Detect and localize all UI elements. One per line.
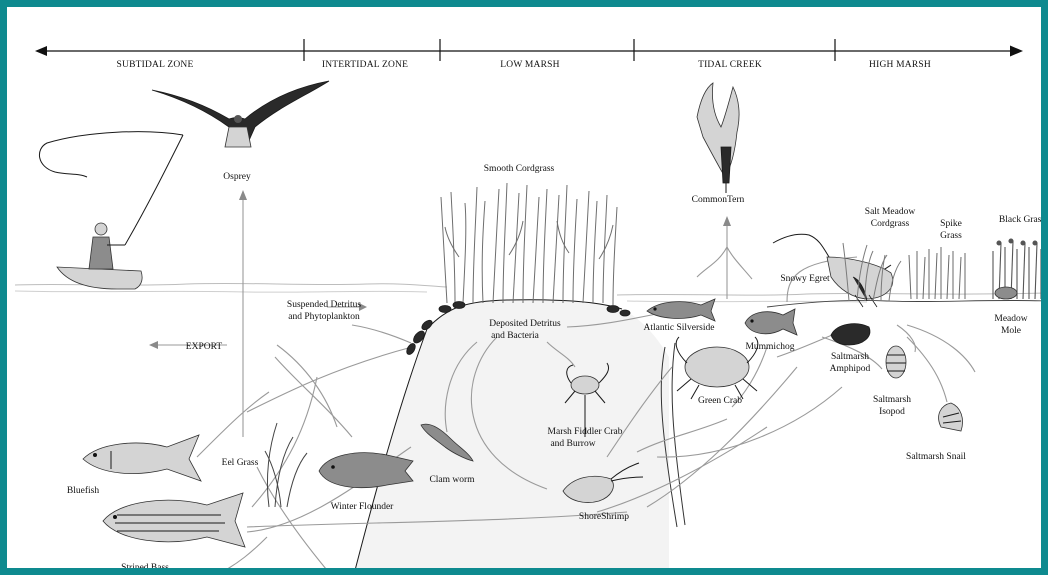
label-export: EXPORT bbox=[186, 342, 223, 352]
label-black-grass: Black Grass bbox=[999, 215, 1045, 225]
bluefish-illustration bbox=[83, 435, 201, 481]
label-smooth-cordgrass: Smooth Cordgrass bbox=[484, 164, 555, 174]
label-spike-grass-1: Spike bbox=[940, 219, 962, 229]
label-common-tern: CommonTern bbox=[692, 195, 745, 205]
label-bluefish: Bluefish bbox=[67, 485, 99, 496]
marsh-bank-mound bbox=[352, 300, 669, 575]
saltmarsh-isopod-illustration bbox=[886, 346, 906, 378]
meadow-mole-illustration bbox=[995, 287, 1017, 299]
fisherman-boat-illustration bbox=[39, 132, 183, 289]
label-osprey: Osprey bbox=[223, 172, 251, 182]
zone-intertidal: INTERTIDAL ZONE bbox=[322, 60, 408, 70]
label-salt-meadow-cordgrass-1: Salt Meadow bbox=[865, 207, 916, 217]
label-marsh-fiddler-crab-2: and Burrow bbox=[550, 439, 595, 449]
label-saltmarsh-isopod-2: Isopod bbox=[879, 407, 905, 417]
label-saltmarsh-amphipod-2: Amphipod bbox=[830, 364, 871, 374]
salt-marsh-food-web-diagram: SUBTIDAL ZONE INTERTIDAL ZONE LOW MARSH … bbox=[7, 7, 1048, 575]
label-snowy-egret: Snowy Egret bbox=[780, 274, 830, 284]
label-eel-grass: Eel Grass bbox=[222, 458, 259, 468]
striped-bass-illustration bbox=[103, 493, 245, 547]
osprey-illustration bbox=[152, 81, 329, 147]
label-spike-grass-2: Grass bbox=[940, 231, 962, 241]
snowy-egret-illustration bbox=[773, 234, 893, 307]
label-salt-meadow-cordgrass-2: Cordgrass bbox=[871, 219, 910, 229]
label-clam-worm: Clam worm bbox=[429, 475, 475, 485]
label-shore-shrimp: ShoreShrimp bbox=[579, 512, 629, 522]
common-tern-illustration bbox=[697, 83, 739, 193]
zone-tidal-creek: TIDAL CREEK bbox=[698, 60, 762, 70]
atlantic-silverside-illustration bbox=[647, 299, 715, 321]
label-suspended-detritus-1: Suspended Detritus bbox=[287, 300, 361, 310]
smooth-cordgrass-illustration bbox=[441, 183, 617, 305]
zone-axis: SUBTIDAL ZONE INTERTIDAL ZONE LOW MARSH … bbox=[35, 39, 1023, 70]
label-deposited-detritus-1: Deposited Detritus bbox=[489, 319, 561, 329]
saltmarsh-amphipod-illustration bbox=[831, 324, 870, 345]
label-mummichog: Mummichog bbox=[745, 342, 794, 352]
label-saltmarsh-snail: Saltmarsh Snail bbox=[906, 452, 966, 462]
zone-low-marsh: LOW MARSH bbox=[500, 60, 559, 70]
label-suspended-detritus-2: and Phytoplankton bbox=[288, 312, 360, 322]
axis-right-arrow-icon bbox=[1010, 46, 1023, 57]
spike-grass-illustration bbox=[909, 247, 965, 299]
label-striped-bass: Striped Bass bbox=[121, 563, 169, 573]
label-atlantic-silverside: Atlantic Silverside bbox=[644, 323, 715, 333]
label-saltmarsh-amphipod-1: Saltmarsh bbox=[831, 352, 869, 362]
mummichog-illustration bbox=[745, 309, 797, 335]
axis-left-arrow-icon bbox=[35, 46, 47, 56]
winter-flounder-illustration bbox=[319, 453, 413, 488]
label-meadow-mole-1: Meadow bbox=[994, 314, 1027, 324]
zone-subtidal: SUBTIDAL ZONE bbox=[117, 60, 194, 70]
water-surface bbox=[15, 283, 1047, 302]
label-winter-flounder: Winter Flounder bbox=[331, 502, 395, 512]
zone-high-marsh: HIGH MARSH bbox=[869, 60, 931, 70]
label-saltmarsh-isopod-1: Saltmarsh bbox=[873, 395, 911, 405]
label-deposited-detritus-2: and Bacteria bbox=[491, 331, 540, 341]
label-green-crab: Green Crab bbox=[698, 396, 742, 406]
eel-grass-illustration bbox=[265, 423, 307, 507]
saltmarsh-snail-illustration bbox=[939, 403, 963, 431]
label-meadow-mole-2: Mole bbox=[1001, 326, 1021, 336]
label-marsh-fiddler-crab-1: Marsh Fiddler Crab bbox=[548, 427, 623, 437]
